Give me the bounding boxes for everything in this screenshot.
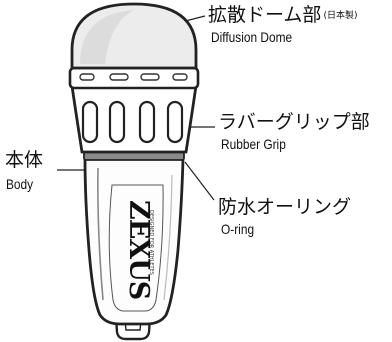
grip-slot: [81, 100, 99, 144]
grip-ring-notch: [172, 73, 188, 81]
lanyard-loop-hole: [124, 320, 142, 331]
dome-shade: [80, 10, 134, 64]
brand-logo: ZEXUS: [123, 200, 154, 299]
diffusion-dome-title: 拡散ドーム部: [208, 4, 322, 26]
body-label-en: Body: [6, 176, 34, 192]
grip-slot: [108, 100, 126, 144]
rubber-grip-label-jp: ラバーグリップ部: [218, 111, 370, 133]
body-label-panel: [108, 184, 164, 312]
brand-tagline: DESIGNED FOR ATHLETES: [148, 210, 154, 275]
body-highlight-right: [163, 174, 173, 301]
body-highlight: [97, 167, 104, 301]
grip-ring-notch: [79, 73, 95, 81]
diffusion-dome-label-jp: 拡散ドーム部(日本製): [208, 4, 357, 27]
rubber-grip-label-en: Rubber Grip: [221, 136, 286, 152]
o-ring-label-jp: 防水オーリング: [218, 196, 352, 218]
diffusion-dome-note: (日本製): [323, 11, 358, 21]
grip-slot: [166, 100, 184, 144]
grip-slot: [138, 100, 156, 144]
grip-ring: [68, 66, 200, 90]
leader-line-oring: [184, 161, 215, 201]
diffusion-dome-label-en: Diffusion Dome: [211, 29, 293, 45]
rubber-grip: [70, 84, 198, 154]
grip-ring-notch: [109, 73, 129, 81]
grip-ring-notch: [140, 73, 160, 81]
o-ring-label-en: O-ring: [221, 221, 255, 237]
body-label-jp: 本体: [5, 149, 44, 171]
